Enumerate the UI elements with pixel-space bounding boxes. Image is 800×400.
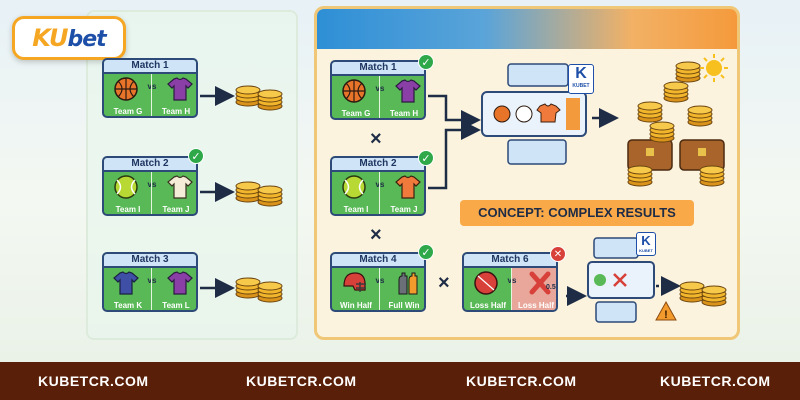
failed-ticket-icon — [587, 237, 655, 323]
flow-graphics: ! — [200, 54, 728, 323]
team-left-label: Team G — [341, 109, 371, 118]
vs-label: vs — [375, 180, 385, 189]
jersey-icon — [167, 77, 193, 101]
match-card: Match 4 vs Win Half Full Win — [330, 252, 426, 312]
coin-stack-icon — [679, 281, 727, 307]
team-right-label: Full Win — [388, 301, 420, 310]
coin-stack-icon — [235, 277, 283, 303]
basketball-icon — [342, 79, 366, 103]
kubet-logo[interactable]: KUbet — [12, 16, 126, 60]
vs-label: vs — [375, 84, 385, 93]
logo-text-a: KU — [32, 24, 68, 52]
team-right-label: Team H — [389, 109, 419, 118]
arrow-icon — [428, 120, 481, 190]
team-right-label: Team L — [162, 301, 190, 310]
check-icon: ✓ — [418, 150, 434, 166]
check-icon: ✓ — [418, 54, 434, 70]
check-icon: ✓ — [418, 244, 434, 260]
ticket-brand-letter: K — [641, 233, 651, 248]
goalkeeper-gloves-icon — [398, 272, 418, 295]
multiply-icon: × — [438, 272, 450, 294]
team-left-label: Team K — [113, 301, 143, 310]
team-left-label: Team G — [113, 107, 143, 116]
ticket-brand-letter: K — [575, 65, 587, 82]
football-helmet-icon — [343, 272, 366, 292]
vs-label: vs — [147, 82, 157, 91]
match-title: Match 1 — [332, 62, 424, 76]
footer-bar: KUBETCR.COM KUBETCR.COM KUBETCR.COM KUBE… — [0, 362, 800, 400]
match-card: Match 6 vs Loss Half Loss Half 0.5 — [462, 252, 558, 312]
ticket-brand-sub: KUBET — [572, 83, 590, 89]
team-left-label: Team I — [115, 205, 141, 214]
match-title: Match 2 — [332, 158, 424, 172]
match-title: Match 1 — [104, 60, 196, 74]
footer-site-link[interactable]: KUBETCR.COM — [660, 373, 771, 389]
vs-label: vs — [507, 276, 517, 285]
logo-text-b: bet — [67, 27, 107, 52]
sun-icon — [700, 54, 728, 82]
footer-site-link[interactable]: KUBETCR.COM — [466, 373, 577, 389]
cross-icon — [529, 271, 551, 295]
odds-label: 0.5 — [546, 284, 556, 291]
parlay-ticket-icon — [481, 63, 587, 165]
team-right-label: Team J — [162, 205, 190, 214]
team-right-label: Team J — [390, 205, 418, 214]
warning-icon: ! — [655, 300, 677, 321]
jersey-icon — [395, 175, 421, 199]
vs-label: vs — [375, 276, 385, 285]
team-left-label: Loss Half — [469, 301, 506, 310]
footer-site-link[interactable]: KUBETCR.COM — [38, 373, 149, 389]
match-title: Match 3 — [104, 254, 196, 268]
coin-pile-icon — [627, 61, 725, 187]
team-right-label: Team H — [161, 107, 191, 116]
team-left-label: Win Half — [340, 301, 372, 310]
match-card: Match 3 vs Team K Team L — [102, 252, 198, 312]
svg-text:!: ! — [664, 309, 668, 321]
multiply-icon: × — [370, 128, 382, 150]
match-card: Match 2 vs Team I Team J — [102, 156, 198, 216]
concept-label: CONCEPT: COMPLEX RESULTS — [460, 200, 694, 226]
team-left-label: Team I — [343, 205, 369, 214]
match-card: Match 1 vs Team G Team H — [102, 58, 198, 118]
team-right-label: Loss Half — [517, 301, 554, 310]
coin-stack-icon — [235, 85, 283, 111]
arrow-icon — [428, 94, 481, 130]
match-title: Match 2 — [104, 158, 196, 172]
match-title: Match 4 — [332, 254, 424, 268]
multiply-icon: × — [370, 224, 382, 246]
vs-label: vs — [147, 276, 157, 285]
panel-header-bar — [317, 9, 737, 49]
basketball-icon — [114, 77, 138, 101]
jersey-icon — [395, 79, 421, 103]
fail-icon: ✕ — [550, 246, 566, 262]
jersey-icon — [113, 271, 139, 295]
ticket-brand-sub: KUBET — [639, 248, 653, 253]
match-card: Match 2 vs Team I Team J — [330, 156, 426, 216]
check-icon: ✓ — [188, 148, 204, 164]
treasure-chest-icon — [627, 139, 725, 171]
match-card: Match 1 vs Team G Team H — [330, 60, 426, 120]
tennis-ball-icon — [342, 175, 366, 199]
jersey-icon — [167, 271, 193, 295]
jersey-icon — [167, 175, 193, 199]
cricket-ball-icon — [474, 271, 498, 295]
tennis-ball-icon — [114, 175, 138, 199]
coin-stack-icon — [235, 181, 283, 207]
match-title: Match 6 — [464, 254, 556, 268]
footer-site-link[interactable]: KUBETCR.COM — [246, 373, 357, 389]
vs-label: vs — [147, 180, 157, 189]
ticket-brand-badge: K KUBET — [568, 64, 594, 94]
ticket-brand-badge: K KUBET — [636, 232, 656, 256]
